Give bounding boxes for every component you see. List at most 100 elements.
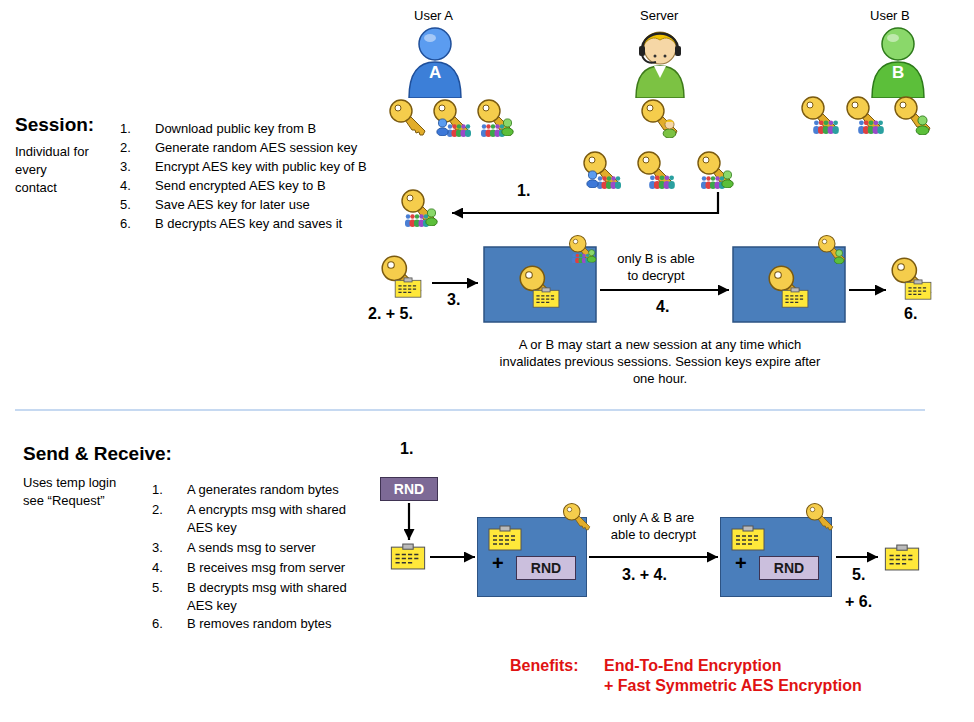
flow-arrow — [408, 503, 410, 540]
section-heading: Session: — [15, 114, 94, 136]
key-icon — [390, 100, 425, 135]
process-box: + RND — [477, 517, 587, 597]
random-bytes-box: RND — [759, 556, 819, 580]
section-divider — [15, 409, 925, 410]
actor-name: User B — [870, 8, 910, 23]
box-icons — [721, 498, 851, 598]
step-number: 3. — [152, 539, 163, 557]
step-text: Send encrypted AES key to B — [155, 178, 326, 193]
step-text: A encrypts msg with shared AES key — [187, 501, 369, 537]
step-text: Save AES key for later use — [155, 197, 310, 212]
user-icon — [409, 28, 461, 98]
server-icon — [636, 32, 684, 98]
key-icon — [698, 152, 733, 189]
key-icon — [802, 97, 839, 134]
step-number: 2. — [120, 140, 131, 155]
key-icon — [584, 152, 621, 189]
arrow-label: only B is able to decrypt — [612, 250, 700, 284]
key-icon — [642, 100, 677, 138]
key-icon — [769, 266, 808, 307]
step-number: 5. — [120, 197, 131, 212]
box-text: RND — [531, 560, 561, 576]
step-number: 6. — [120, 216, 131, 231]
callout-number: 5. — [852, 566, 865, 584]
section-note: Uses temp login see “Request” — [23, 474, 133, 510]
key-icon — [402, 190, 437, 227]
icon-letter: B — [892, 63, 904, 83]
flow-arrow — [600, 289, 729, 291]
key-icon — [382, 256, 421, 297]
step-number: 5. — [152, 579, 163, 597]
actor-name: Server — [640, 8, 678, 23]
note-text: A or B may start a new session at any ti… — [495, 336, 825, 387]
callout-number: 2. + 5. — [368, 305, 413, 323]
callout-number: 4. — [656, 298, 669, 316]
key-icon — [434, 100, 471, 137]
callout-number: + 6. — [845, 593, 872, 611]
callout-number: 6. — [904, 305, 917, 323]
step-number: 6. — [152, 615, 163, 633]
key-icons — [390, 97, 930, 227]
arrow-label: only A & B are able to decrypt — [606, 509, 701, 543]
random-bytes-box: RND — [380, 477, 438, 501]
callout-number: 3. — [447, 291, 460, 309]
step-number: 3. — [120, 159, 131, 174]
step-text: A generates random bytes — [187, 481, 369, 499]
step-text: B removes random bytes — [187, 615, 369, 633]
message-icon — [732, 526, 764, 550]
actors — [409, 28, 924, 98]
step-text: B decrypts msg with shared AES key — [187, 579, 369, 615]
operator-sign: + — [492, 552, 504, 575]
flow-arrow — [836, 556, 878, 558]
step-text: Generate random AES session key — [155, 140, 357, 155]
key-icon — [819, 236, 845, 265]
step-text: Download public key from B — [155, 121, 316, 136]
process-box: + RND — [720, 517, 832, 597]
callout-number: 1. — [400, 440, 413, 458]
step-number: 4. — [120, 178, 131, 193]
download-arrow — [452, 192, 718, 213]
step-number: 2. — [152, 501, 163, 519]
callout-number: 1. — [517, 182, 530, 200]
step-number: 4. — [152, 559, 163, 577]
message-icon — [391, 544, 424, 569]
benefit-text: Benefits: — [510, 657, 578, 675]
message-icon — [885, 545, 918, 570]
random-bytes-box: RND — [516, 556, 576, 580]
benefit-text: + Fast Symmetric AES Encryption — [604, 677, 862, 695]
operator-sign: + — [735, 552, 747, 575]
section-note: Individual for every contact — [15, 143, 90, 197]
icon-letter: A — [429, 63, 441, 83]
message-flow — [391, 503, 918, 570]
key-icon — [892, 258, 931, 299]
step-number: 1. — [120, 121, 131, 136]
key-icon — [570, 236, 596, 264]
flow-arrow — [430, 556, 475, 558]
section-heading: Send & Receive: — [23, 443, 172, 465]
key-icon — [520, 266, 559, 307]
box-icons — [478, 498, 608, 598]
encrypted-box — [733, 247, 845, 322]
key-icon — [895, 97, 930, 135]
box-text: RND — [394, 481, 424, 497]
actor-name: User A — [414, 8, 453, 23]
key-icon — [478, 100, 513, 137]
step-text: B decrypts AES key and saves it — [155, 216, 342, 231]
box-text: RND — [774, 560, 804, 576]
step-text: A sends msg to server — [187, 539, 369, 557]
flow-arrow — [432, 282, 478, 284]
key-icon — [807, 504, 833, 530]
flow-arrow — [589, 556, 718, 558]
key-icon — [638, 152, 675, 189]
benefit-text: End-To-End Encryption — [604, 657, 781, 675]
step-number: 1. — [152, 481, 163, 499]
step-text: B receives msg from server — [187, 559, 369, 577]
step-text: Encrypt AES key with public key of B — [155, 159, 367, 174]
key-icon — [564, 504, 590, 530]
key-icon — [847, 97, 884, 134]
session-flow — [382, 236, 931, 323]
callout-number: 3. + 4. — [622, 566, 667, 584]
